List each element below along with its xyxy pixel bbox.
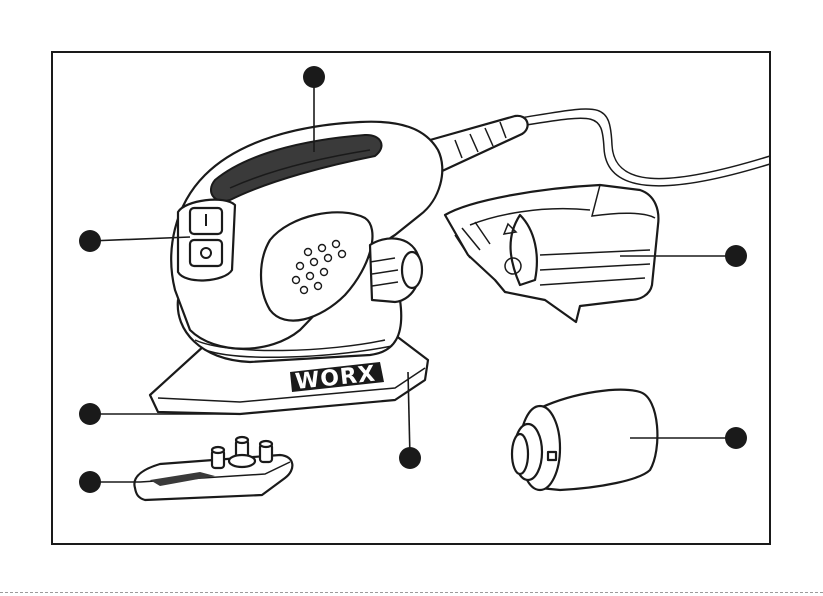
dust-adapter-illustration: [512, 390, 657, 490]
switch-panel: [178, 200, 235, 281]
cord-strain-relief: [430, 116, 528, 172]
power-cord-inner: [520, 118, 770, 186]
dust-box-illustration: [445, 185, 658, 322]
sander-illustration: WORX: [150, 109, 770, 414]
off-switch: [190, 240, 222, 266]
dust-box: [445, 185, 658, 322]
callout-finger-attachment: [79, 471, 140, 493]
base-plate-accessory: [134, 437, 292, 500]
power-cord: [520, 109, 770, 179]
page-bottom-rule: [0, 592, 823, 594]
